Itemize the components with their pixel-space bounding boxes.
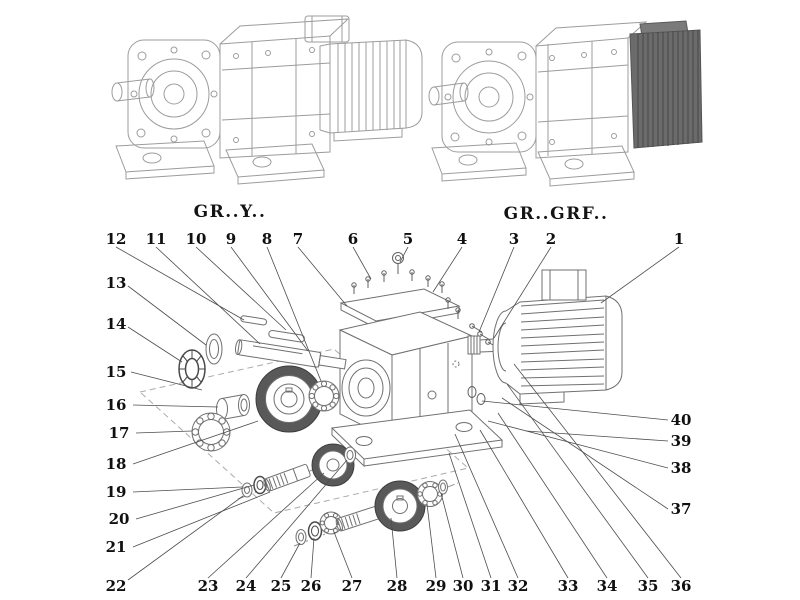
callout-11: 11 xyxy=(145,230,167,248)
callout-38: 38 xyxy=(670,459,692,477)
callout-35: 35 xyxy=(637,577,659,595)
model-label-gr-y: GR..Y.. xyxy=(193,202,267,222)
callout-25: 25 xyxy=(270,577,292,595)
leader-lines xyxy=(115,246,682,581)
callout-26: 26 xyxy=(300,577,322,595)
callout-32: 32 xyxy=(507,577,529,595)
callout-14: 14 xyxy=(105,315,127,333)
callout-16: 16 xyxy=(105,396,127,414)
callout-3: 3 xyxy=(508,230,520,248)
callout-18: 18 xyxy=(105,455,127,473)
callout-39: 39 xyxy=(670,432,692,450)
callout-31: 31 xyxy=(480,577,502,595)
callout-36: 36 xyxy=(670,577,692,595)
callout-17: 17 xyxy=(108,424,130,442)
callout-10: 10 xyxy=(185,230,207,248)
callout-23: 23 xyxy=(197,577,219,595)
model-label-gr-grf: GR..GRF.. xyxy=(503,204,609,224)
callout-34: 34 xyxy=(596,577,618,595)
callout-21: 21 xyxy=(105,538,127,556)
callout-40: 40 xyxy=(670,411,692,429)
callout-20: 20 xyxy=(108,510,130,528)
callout-1: 1 xyxy=(673,230,685,248)
callout-9: 9 xyxy=(225,230,237,248)
right-unit-drawing xyxy=(428,20,703,187)
callout-6: 6 xyxy=(347,230,359,248)
callout-33: 33 xyxy=(557,577,579,595)
callout-28: 28 xyxy=(386,577,408,595)
callout-5: 5 xyxy=(402,230,414,248)
callout-12: 12 xyxy=(105,230,127,248)
callout-8: 8 xyxy=(261,230,273,248)
callout-24: 24 xyxy=(235,577,257,595)
callout-7: 7 xyxy=(292,230,304,248)
callout-29: 29 xyxy=(425,577,447,595)
exploded-view-drawing xyxy=(138,252,623,547)
callout-15: 15 xyxy=(105,363,127,381)
callout-2: 2 xyxy=(545,230,557,248)
callout-37: 37 xyxy=(670,500,692,518)
callout-13: 13 xyxy=(105,274,127,292)
callout-27: 27 xyxy=(341,577,363,595)
callout-22: 22 xyxy=(105,577,127,595)
callout-30: 30 xyxy=(452,577,474,595)
callout-4: 4 xyxy=(456,230,468,248)
callout-19: 19 xyxy=(105,483,127,501)
left-unit-drawing xyxy=(111,15,423,185)
